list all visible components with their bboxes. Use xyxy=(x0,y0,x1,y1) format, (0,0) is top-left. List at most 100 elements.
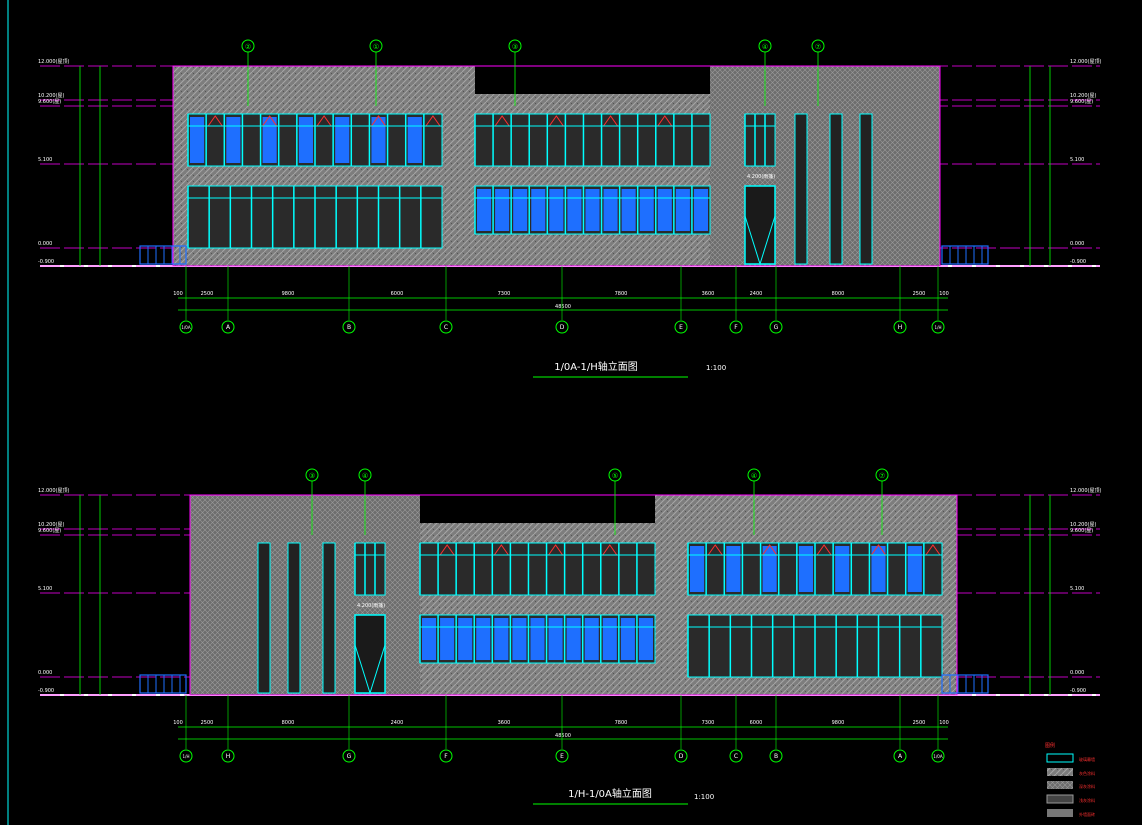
level-label-left: 10.200(屋) xyxy=(38,522,64,528)
legend-item-2: 灰色涂料 xyxy=(1079,770,1095,776)
dimension-span: 9800 xyxy=(832,720,845,726)
narrow-window-strip xyxy=(287,542,301,694)
level-label-left: 10.200(屋) xyxy=(38,93,64,99)
elevation-drawing-1: 12.000(屋顶)12.000(屋顶)10.200(屋)10.200(屋)9.… xyxy=(38,39,1101,334)
entrance-door xyxy=(354,614,386,694)
upper-window-band-left-arch-mark xyxy=(816,544,832,556)
axis-label: E xyxy=(560,753,564,760)
lower-window-band-center-glass-pane xyxy=(602,618,617,660)
axis-bubble xyxy=(439,320,453,334)
dimension-span: 2400 xyxy=(750,291,763,297)
axis-label: A xyxy=(898,753,903,760)
level-label-right: 9.600(屋) xyxy=(1070,528,1093,534)
legend-swatch-2 xyxy=(1047,768,1073,776)
axis-label: 1/0A xyxy=(933,754,942,759)
narrow-window-strip xyxy=(257,542,271,694)
dimension-total: 48500 xyxy=(555,304,571,310)
lower-window-band-center-glass-pane xyxy=(440,618,455,660)
lower-window-band-center-glass-pane xyxy=(603,189,618,231)
axis-bubble xyxy=(893,749,907,763)
level-label-right: 0.000 xyxy=(1070,241,1084,247)
axis-bubble xyxy=(769,320,783,334)
drawing-2-scale: 1:100 xyxy=(694,793,714,801)
lower-window-band-center-glass-pane xyxy=(620,618,635,660)
lower-window-band-center-glass-pane xyxy=(693,189,708,231)
upper-window-band-left-glass-pane xyxy=(407,117,422,163)
axis-bubble xyxy=(179,320,193,334)
callout-number: ③ xyxy=(309,472,315,480)
dimension-span: 6000 xyxy=(391,291,404,297)
legend-item-1: 玻璃幕墙 xyxy=(1079,756,1095,762)
dimension-span: 100 xyxy=(173,720,183,726)
lower-window-band-center-glass-pane xyxy=(531,189,546,231)
axis-label: H xyxy=(226,753,231,760)
lower-window-band-center-glass-pane xyxy=(422,618,437,660)
level-label-right: 12.000(屋顶) xyxy=(1070,59,1101,65)
axis-bubble xyxy=(931,749,945,763)
upper-window-band-left-glass-pane xyxy=(335,117,350,163)
dimension-span: 8000 xyxy=(282,720,295,726)
axis-bubble xyxy=(674,320,688,334)
level-label-left: 0.000 xyxy=(38,241,52,247)
lower-window-band-center-glass-pane xyxy=(512,618,527,660)
dimension-total: 48500 xyxy=(555,733,571,739)
upper-window-band-left-arch-mark xyxy=(707,544,723,556)
level-label-right: -0.900 xyxy=(1070,688,1086,694)
drawing-1-scale: 1:100 xyxy=(706,364,726,372)
upper-window-band-left-glass-pane xyxy=(871,546,886,592)
upper-window-band-left-arch-mark xyxy=(425,115,441,127)
lower-window-band-center-glass-pane xyxy=(585,189,600,231)
dimension-span: 100 xyxy=(173,291,183,297)
dimension-span: 7300 xyxy=(702,720,715,726)
narrow-window-strip xyxy=(859,113,873,265)
axis-bubble xyxy=(769,749,783,763)
lower-window-band-center-glass-pane xyxy=(458,618,473,660)
door-level-label: 4.200(雨篷) xyxy=(747,173,775,180)
axis-label: E xyxy=(679,324,683,331)
lower-window-band-center-glass-pane xyxy=(567,189,582,231)
narrow-window-strip xyxy=(794,113,808,265)
upper-window-band-left-glass-pane xyxy=(798,546,813,592)
legend-swatch-4 xyxy=(1046,794,1074,804)
axis-label: B xyxy=(347,324,351,331)
dimension-span: 3600 xyxy=(498,720,511,726)
railing xyxy=(139,674,187,694)
level-label-left: 9.600(屋) xyxy=(38,99,61,105)
lower-window-band-center-glass-pane xyxy=(513,189,528,231)
axis-bubble xyxy=(931,320,945,334)
upper-window-band-left-glass-pane xyxy=(298,117,313,163)
entrance-door xyxy=(744,185,776,265)
axis-label: 1/H xyxy=(183,754,190,759)
level-label-right: 9.600(屋) xyxy=(1070,99,1093,105)
axis-bubble xyxy=(729,320,743,334)
building-outline xyxy=(189,494,958,696)
dimension-span: 2500 xyxy=(201,720,214,726)
upper-window-band-left-glass-pane xyxy=(762,546,777,592)
upper-window-band-left-arch-mark xyxy=(207,115,223,127)
axis-label: C xyxy=(734,753,738,760)
lower-window-band-center-glass-pane xyxy=(638,618,653,660)
axis-label: 1/0A xyxy=(181,325,190,330)
door-level-label: 4.200(雨篷) xyxy=(357,602,385,609)
upper-window-band-right-band xyxy=(744,113,776,167)
dimension-span: 100 xyxy=(939,720,949,726)
legend-item-3: 深灰涂料 xyxy=(1079,783,1095,789)
drawing-2-title: 1/H-1/0A轴立面图 xyxy=(568,787,652,800)
lower-window-band-center-glass-pane xyxy=(621,189,636,231)
axis-label: C xyxy=(444,324,448,331)
upper-window-band-center-arch-mark xyxy=(657,115,673,127)
level-label-left: 12.000(屋顶) xyxy=(38,488,69,494)
legend-item-4: 浅灰涂料 xyxy=(1079,797,1095,803)
lower-window-band-center-glass-pane xyxy=(549,189,564,231)
axis-bubble xyxy=(555,320,569,334)
upper-window-band-left-glass-pane xyxy=(690,546,705,592)
callout-number: ② xyxy=(245,43,251,51)
dimension-span: 2400 xyxy=(391,720,404,726)
axis-bubble xyxy=(342,749,356,763)
level-label-left: 5.100 xyxy=(38,157,52,163)
lower-window-band-center-glass-pane xyxy=(548,618,563,660)
axis-label: H xyxy=(898,324,903,331)
axis-bubble xyxy=(179,749,193,763)
upper-window-band-left-arch-mark xyxy=(371,115,386,127)
